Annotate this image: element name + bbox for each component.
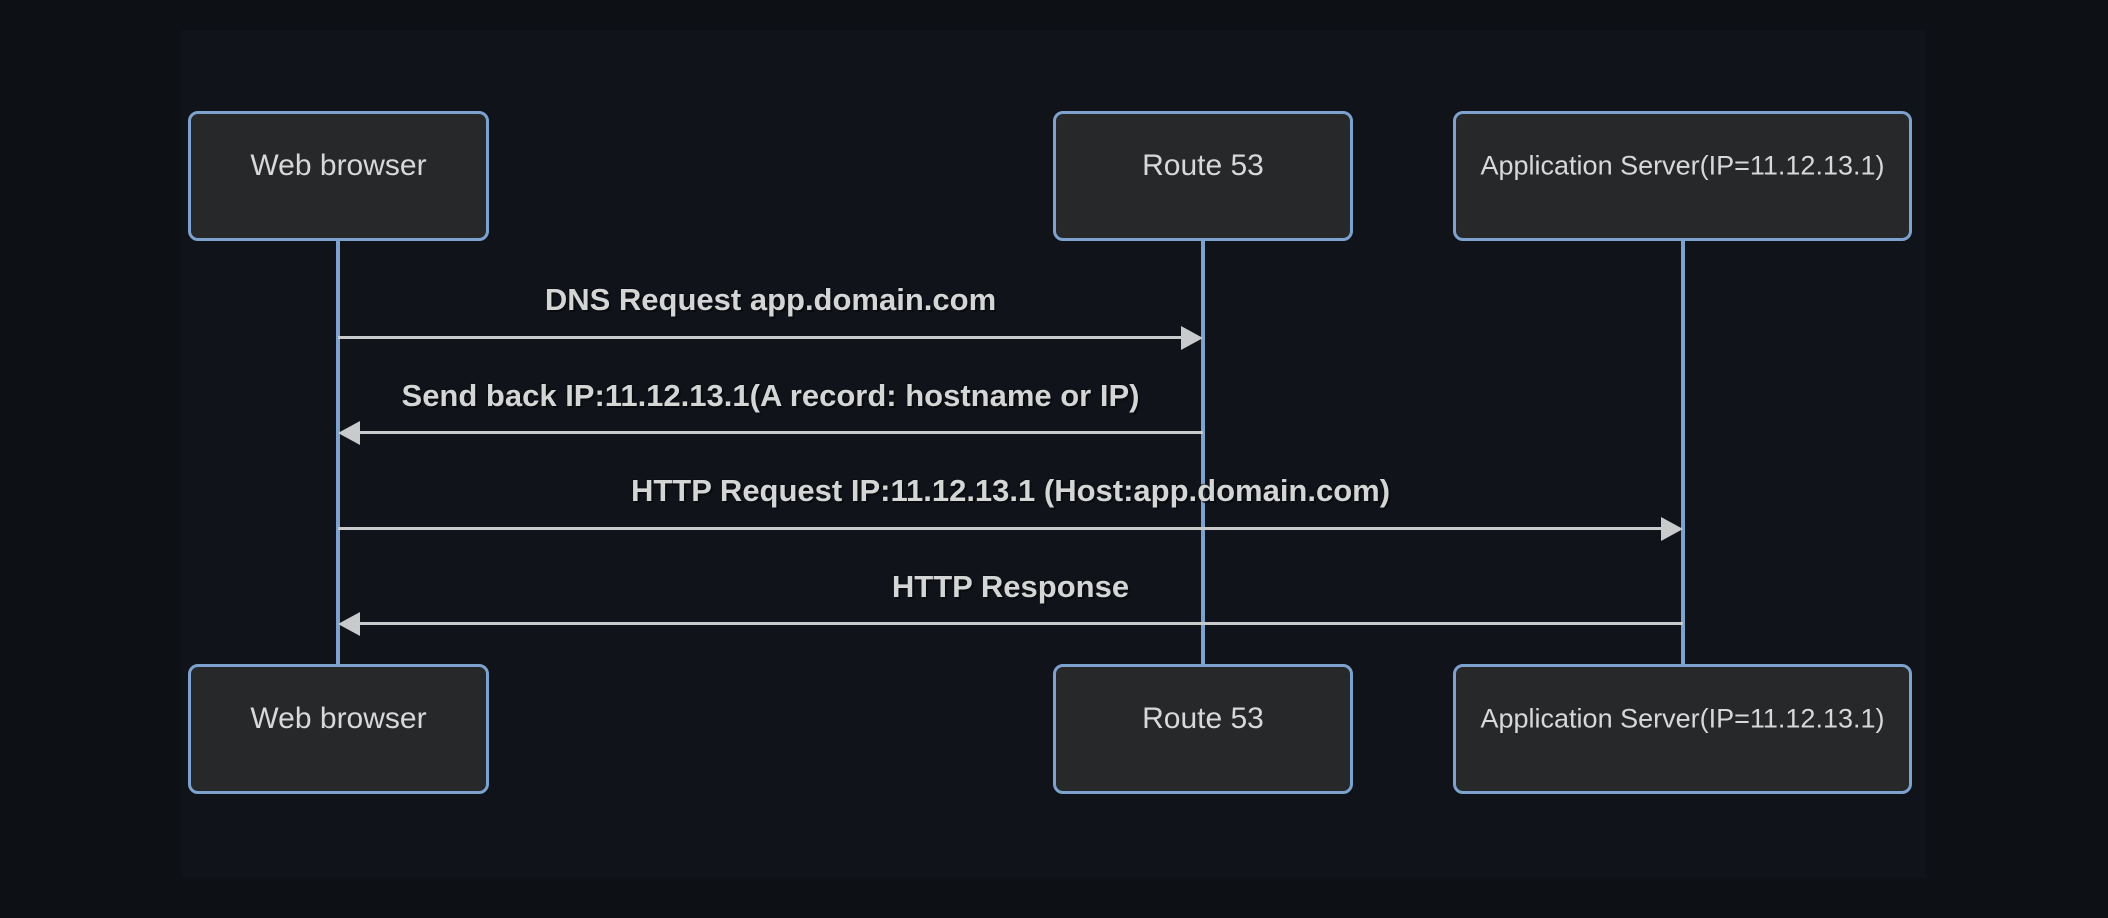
actor-box-web-browser-bottom: Web browser xyxy=(188,664,489,794)
actor-label-route-53-top: Route 53 xyxy=(1142,149,1264,183)
message-label-dns-request: DNS Request app.domain.com xyxy=(544,282,997,317)
actor-box-route-53-bottom: Route 53 xyxy=(1053,664,1353,794)
arrowhead-right-icon xyxy=(1661,517,1683,541)
actor-label-web-browser-top: Web browser xyxy=(250,149,427,183)
lifeline-app-server xyxy=(1681,241,1685,664)
message-line-send-back-ip xyxy=(360,431,1203,434)
arrowhead-right-icon xyxy=(1181,326,1203,350)
arrowhead-left-icon xyxy=(338,421,360,445)
lifeline-route-53 xyxy=(1201,241,1205,664)
actor-label-app-server-bottom: Application Server(IP=11.12.13.1) xyxy=(1480,703,1885,734)
message-label-http-response: HTTP Response xyxy=(891,569,1130,604)
actor-box-app-server-bottom: Application Server(IP=11.12.13.1) xyxy=(1453,664,1912,794)
message-line-http-response xyxy=(360,622,1683,625)
actor-box-route-53-top: Route 53 xyxy=(1053,111,1353,241)
actor-box-app-server-top: Application Server(IP=11.12.13.1) xyxy=(1453,111,1912,241)
message-line-http-request xyxy=(338,527,1663,530)
actor-label-route-53-bottom: Route 53 xyxy=(1142,702,1264,736)
lifeline-web-browser xyxy=(336,241,340,664)
message-label-send-back-ip: Send back IP:11.12.13.1(A record: hostna… xyxy=(401,378,1140,413)
arrowhead-left-icon xyxy=(338,612,360,636)
message-line-dns-request xyxy=(338,336,1183,339)
actor-box-web-browser-top: Web browser xyxy=(188,111,489,241)
actor-label-app-server-top: Application Server(IP=11.12.13.1) xyxy=(1480,150,1885,181)
actor-label-web-browser-bottom: Web browser xyxy=(250,702,427,736)
message-label-http-request: HTTP Request IP:11.12.13.1 (Host:app.dom… xyxy=(630,473,1391,508)
